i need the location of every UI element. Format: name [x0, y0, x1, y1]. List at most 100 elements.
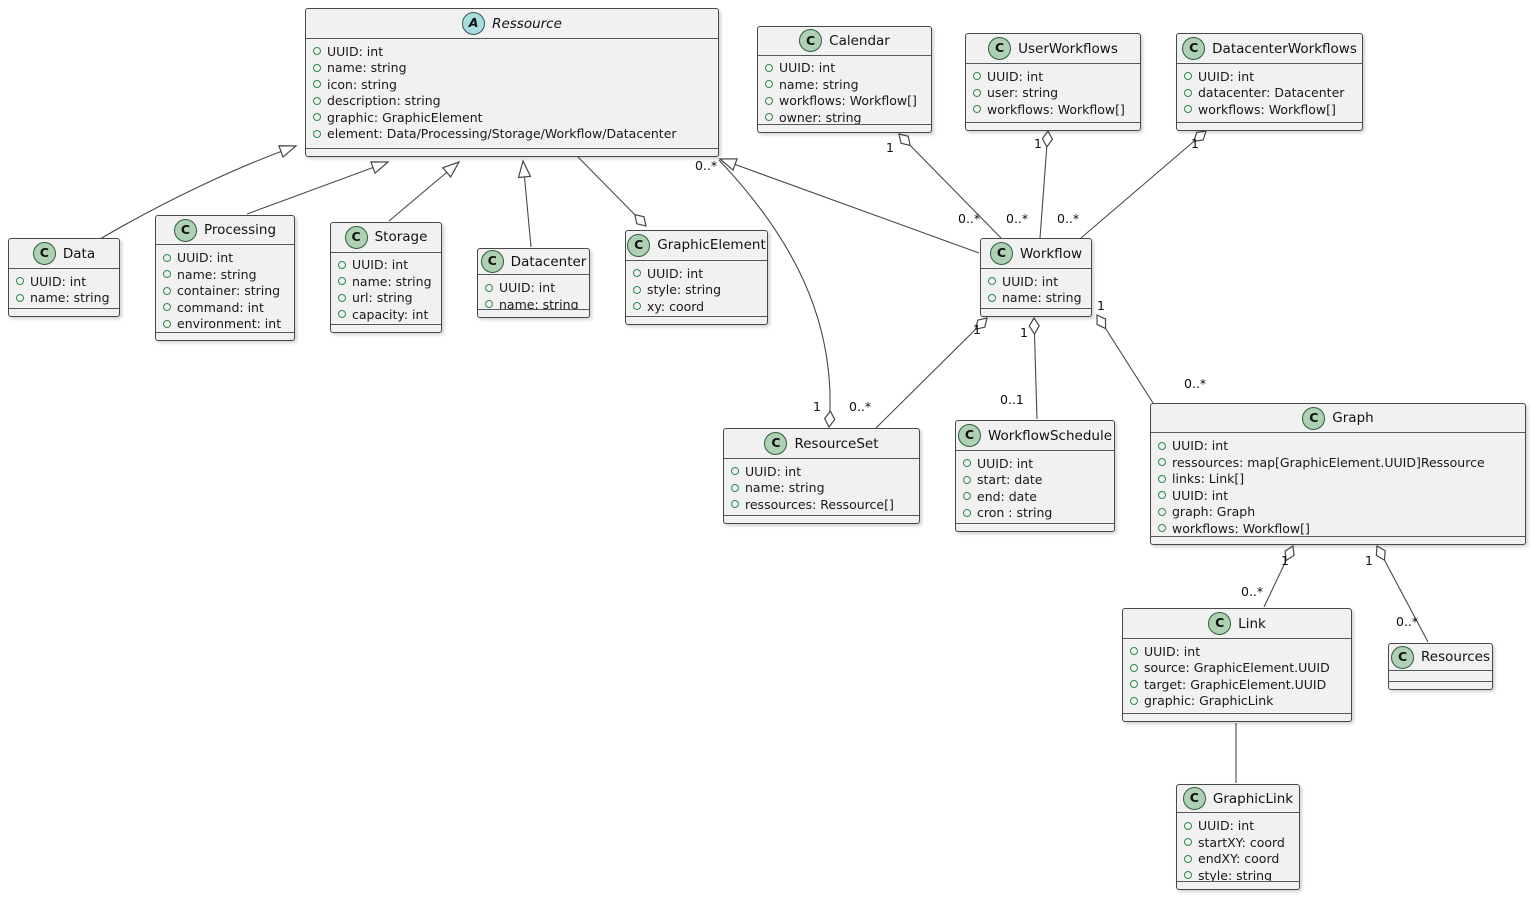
field-visibility-icon [1184, 821, 1192, 830]
cardinality-label: 0..* [1184, 376, 1207, 391]
field-visibility-icon [633, 302, 641, 311]
class-icon: C [1391, 645, 1415, 669]
class-icon: C [173, 218, 197, 242]
attribute-text: workflows: Workflow[] [1198, 101, 1336, 117]
attribute-text: capacity: int [352, 306, 429, 322]
attribute-text: name: string [745, 480, 825, 496]
class-attribute: startXY: coord [1184, 834, 1292, 851]
field-visibility-icon [988, 277, 996, 286]
attribute-text: style: string [647, 282, 722, 298]
cardinality-label: 0..* [1241, 584, 1264, 599]
stereotype-letter: C [964, 427, 975, 443]
attribute-text: datacenter: Datacenter [1198, 85, 1345, 101]
edge-ressource-graphicelement-aggregation [577, 156, 646, 226]
field-visibility-icon [963, 475, 971, 484]
field-visibility-icon [765, 96, 773, 105]
edge-graph-link-aggregation [1263, 546, 1293, 608]
cardinality-label: 1 [886, 140, 894, 155]
field-visibility-icon [338, 310, 346, 319]
field-visibility-icon [485, 300, 493, 309]
methods-compartment [478, 309, 589, 317]
field-visibility-icon [313, 129, 321, 138]
field-visibility-icon [1130, 680, 1138, 689]
class-attribute: graphic: GraphicElement [313, 109, 711, 126]
field-visibility-icon [731, 500, 739, 509]
class-header: C GraphicElement [626, 231, 767, 261]
attribute-text: UUID: int [1002, 273, 1059, 289]
class-header: C ResourceSet [724, 429, 919, 459]
edge-processing-extends-ressource [246, 161, 390, 215]
class-name: WorkflowSchedule [987, 427, 1113, 444]
class-name: Graph [1332, 410, 1374, 427]
methods-compartment [1389, 681, 1492, 689]
class-resources: C Resources [1388, 643, 1493, 690]
class-header: C Graph [1151, 404, 1525, 434]
class-header: C UserWorkflows [966, 34, 1140, 64]
field-visibility-icon [163, 303, 171, 312]
field-visibility-icon [313, 47, 321, 56]
attribute-text: workflows: Workflow[] [779, 93, 917, 109]
attribute-text: target: GraphicElement.UUID [1144, 676, 1327, 692]
class-attribute: target: GraphicElement.UUID [1130, 676, 1344, 693]
stereotype-letter: C [1397, 648, 1408, 664]
attribute-text: UUID: int [977, 455, 1034, 471]
field-visibility-icon [1130, 696, 1138, 705]
attribute-text: element: Data/Processing/Storage/Workflo… [327, 126, 677, 142]
field-visibility-icon [1184, 105, 1192, 114]
class-attribute: element: Data/Processing/Storage/Workflo… [313, 126, 711, 143]
attribute-text: source: GraphicElement.UUID [1144, 660, 1330, 676]
class-attribute: workflows: Workflow[] [973, 101, 1133, 118]
field-visibility-icon [16, 293, 24, 302]
field-visibility-icon [988, 293, 996, 302]
class-attribute: endXY: coord [1184, 850, 1292, 867]
class-icon: C [1208, 612, 1232, 635]
class-name: Data [62, 245, 96, 262]
class-attribute: user: string [973, 85, 1133, 102]
cardinality-label: 1 [1097, 298, 1105, 313]
attribute-text: UUID: int [352, 257, 409, 273]
stereotype-letter: C [180, 221, 191, 237]
class-attribute: owner: string [765, 109, 924, 124]
field-visibility-icon [963, 459, 971, 468]
class-attribute: capacity: int [338, 306, 434, 323]
field-visibility-icon [338, 260, 346, 269]
methods-compartment [9, 308, 119, 316]
field-visibility-icon [633, 285, 641, 294]
stereotype-letter: C [806, 32, 816, 48]
stereotype-letter: C [39, 245, 49, 261]
attribute-text: endXY: coord [1198, 851, 1280, 867]
edge-datacenterworkflows-workflow-aggregation [1080, 131, 1206, 239]
attribute-text: UUID: int [1198, 68, 1255, 84]
class-icon: C [1182, 37, 1206, 60]
field-visibility-icon [963, 492, 971, 501]
field-visibility-icon [1158, 491, 1166, 500]
field-visibility-icon [1184, 871, 1192, 880]
attribute-text: end: date [977, 488, 1037, 504]
attribute-text: ressources: map[GraphicElement.UUID]Ress… [1172, 454, 1485, 470]
class-icon: C [480, 250, 504, 274]
edge-storage-extends-ressource [388, 160, 461, 222]
attribute-text: style: string [1198, 867, 1273, 881]
class-attribute: description: string [313, 93, 711, 110]
class-name: Ressource [492, 15, 562, 32]
cardinality-label: 0..* [958, 211, 981, 226]
class-name: Calendar [829, 32, 890, 49]
class-attribute: icon: string [313, 76, 711, 93]
stereotype-letter: C [995, 40, 1005, 56]
field-visibility-icon [1184, 838, 1192, 847]
methods-compartment [1177, 881, 1299, 889]
class-attribute: UUID: int [16, 273, 112, 290]
class-name: ResourceSet [794, 435, 879, 452]
